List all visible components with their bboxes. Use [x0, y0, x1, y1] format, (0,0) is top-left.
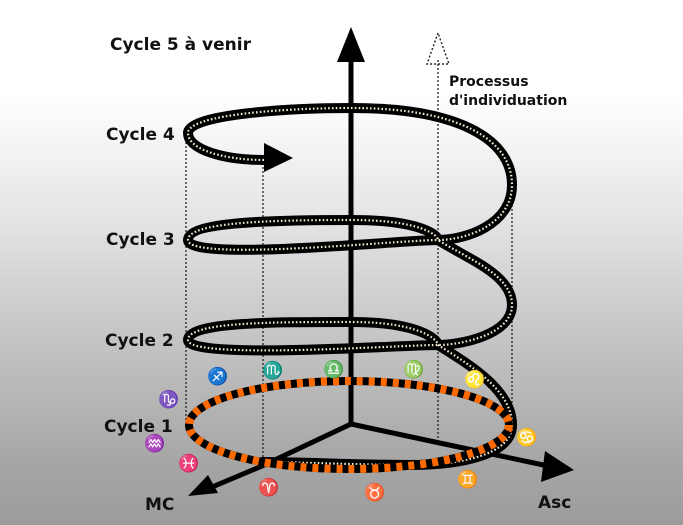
process-label-line1: Processus: [449, 74, 529, 90]
aries-icon: ♈: [258, 478, 280, 498]
spiral: [182, 102, 518, 471]
axis-arrow-head: [337, 27, 365, 62]
cycle3-label: Cycle 3: [106, 230, 175, 250]
sagittarius-icon: ♐: [207, 367, 229, 387]
process-label: Processus d'individuation: [449, 73, 567, 111]
scorpio-icon: ♏: [262, 361, 284, 381]
asc-arrow-head: [541, 451, 574, 482]
cycle1-ring-dashes: [185, 377, 513, 473]
spiral-end-arrow-head: [264, 143, 293, 172]
cycle4-label: Cycle 4: [106, 125, 175, 145]
libra-icon: ♎: [323, 360, 345, 380]
pisces-icon: ♓: [178, 454, 200, 474]
process-arrow-head: [426, 30, 450, 65]
process-label-line2: d'individuation: [449, 93, 568, 109]
taurus-icon: ♉: [364, 483, 386, 503]
capricorn-icon: ♑: [158, 390, 180, 410]
virgo-icon: ♍: [403, 360, 425, 380]
mc-label: MC: [145, 495, 175, 515]
aquarius-icon: ♒: [144, 434, 166, 454]
cycle5-label: Cycle 5 à venir: [110, 35, 251, 55]
asc-axis: [350, 421, 549, 469]
mc-arrow-head: [188, 475, 218, 496]
leo-icon: ♌: [464, 370, 486, 390]
cycle1-label: Cycle 1: [104, 417, 173, 437]
asc-label: Asc: [538, 493, 572, 513]
gemini-icon: ♊: [457, 470, 479, 490]
cancer-icon: ♋: [516, 428, 538, 448]
cycle2-label: Cycle 2: [105, 331, 174, 351]
